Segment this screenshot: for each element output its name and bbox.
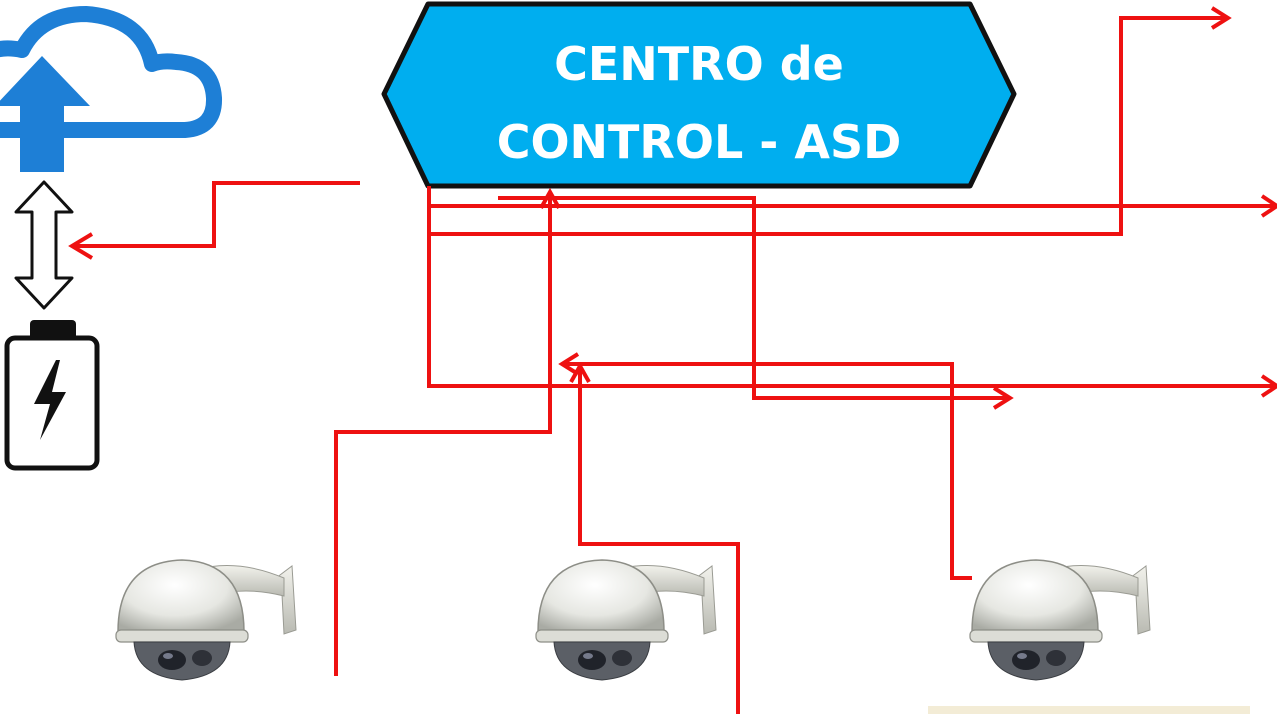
arrowhead-right-lower (1260, 374, 1277, 398)
arrowhead-storage (68, 232, 94, 260)
control-center-title-line1: CENTRO de (554, 37, 844, 91)
connection-loop (498, 196, 1010, 400)
dome-camera-icon (969, 559, 1151, 681)
control-center (381, 1, 1017, 189)
arrowhead-loop (992, 386, 1014, 410)
dome-camera-icon (115, 559, 297, 681)
connection-branch-top (429, 16, 1228, 236)
arrowhead-right-upper (1260, 194, 1277, 218)
cloud-upload-icon (0, 6, 222, 172)
connection-center-to-storage (72, 181, 360, 248)
bidirectional-arrow-icon (14, 180, 74, 310)
battery-charging-icon (4, 320, 100, 471)
arrowhead-camera3 (558, 352, 580, 376)
arrowhead-camera1 (539, 187, 561, 209)
connection-camera3 (562, 362, 972, 580)
connection-trunk (427, 186, 1277, 388)
control-center-title-line2: CONTROL - ASD (497, 115, 902, 169)
connection-camera2 (578, 366, 740, 714)
connection-lines (68, 6, 1277, 714)
dome-camera-icon (535, 559, 717, 681)
arrowhead-top (1210, 6, 1232, 30)
connection-camera1 (334, 192, 552, 676)
bottom-strip (928, 706, 1250, 714)
